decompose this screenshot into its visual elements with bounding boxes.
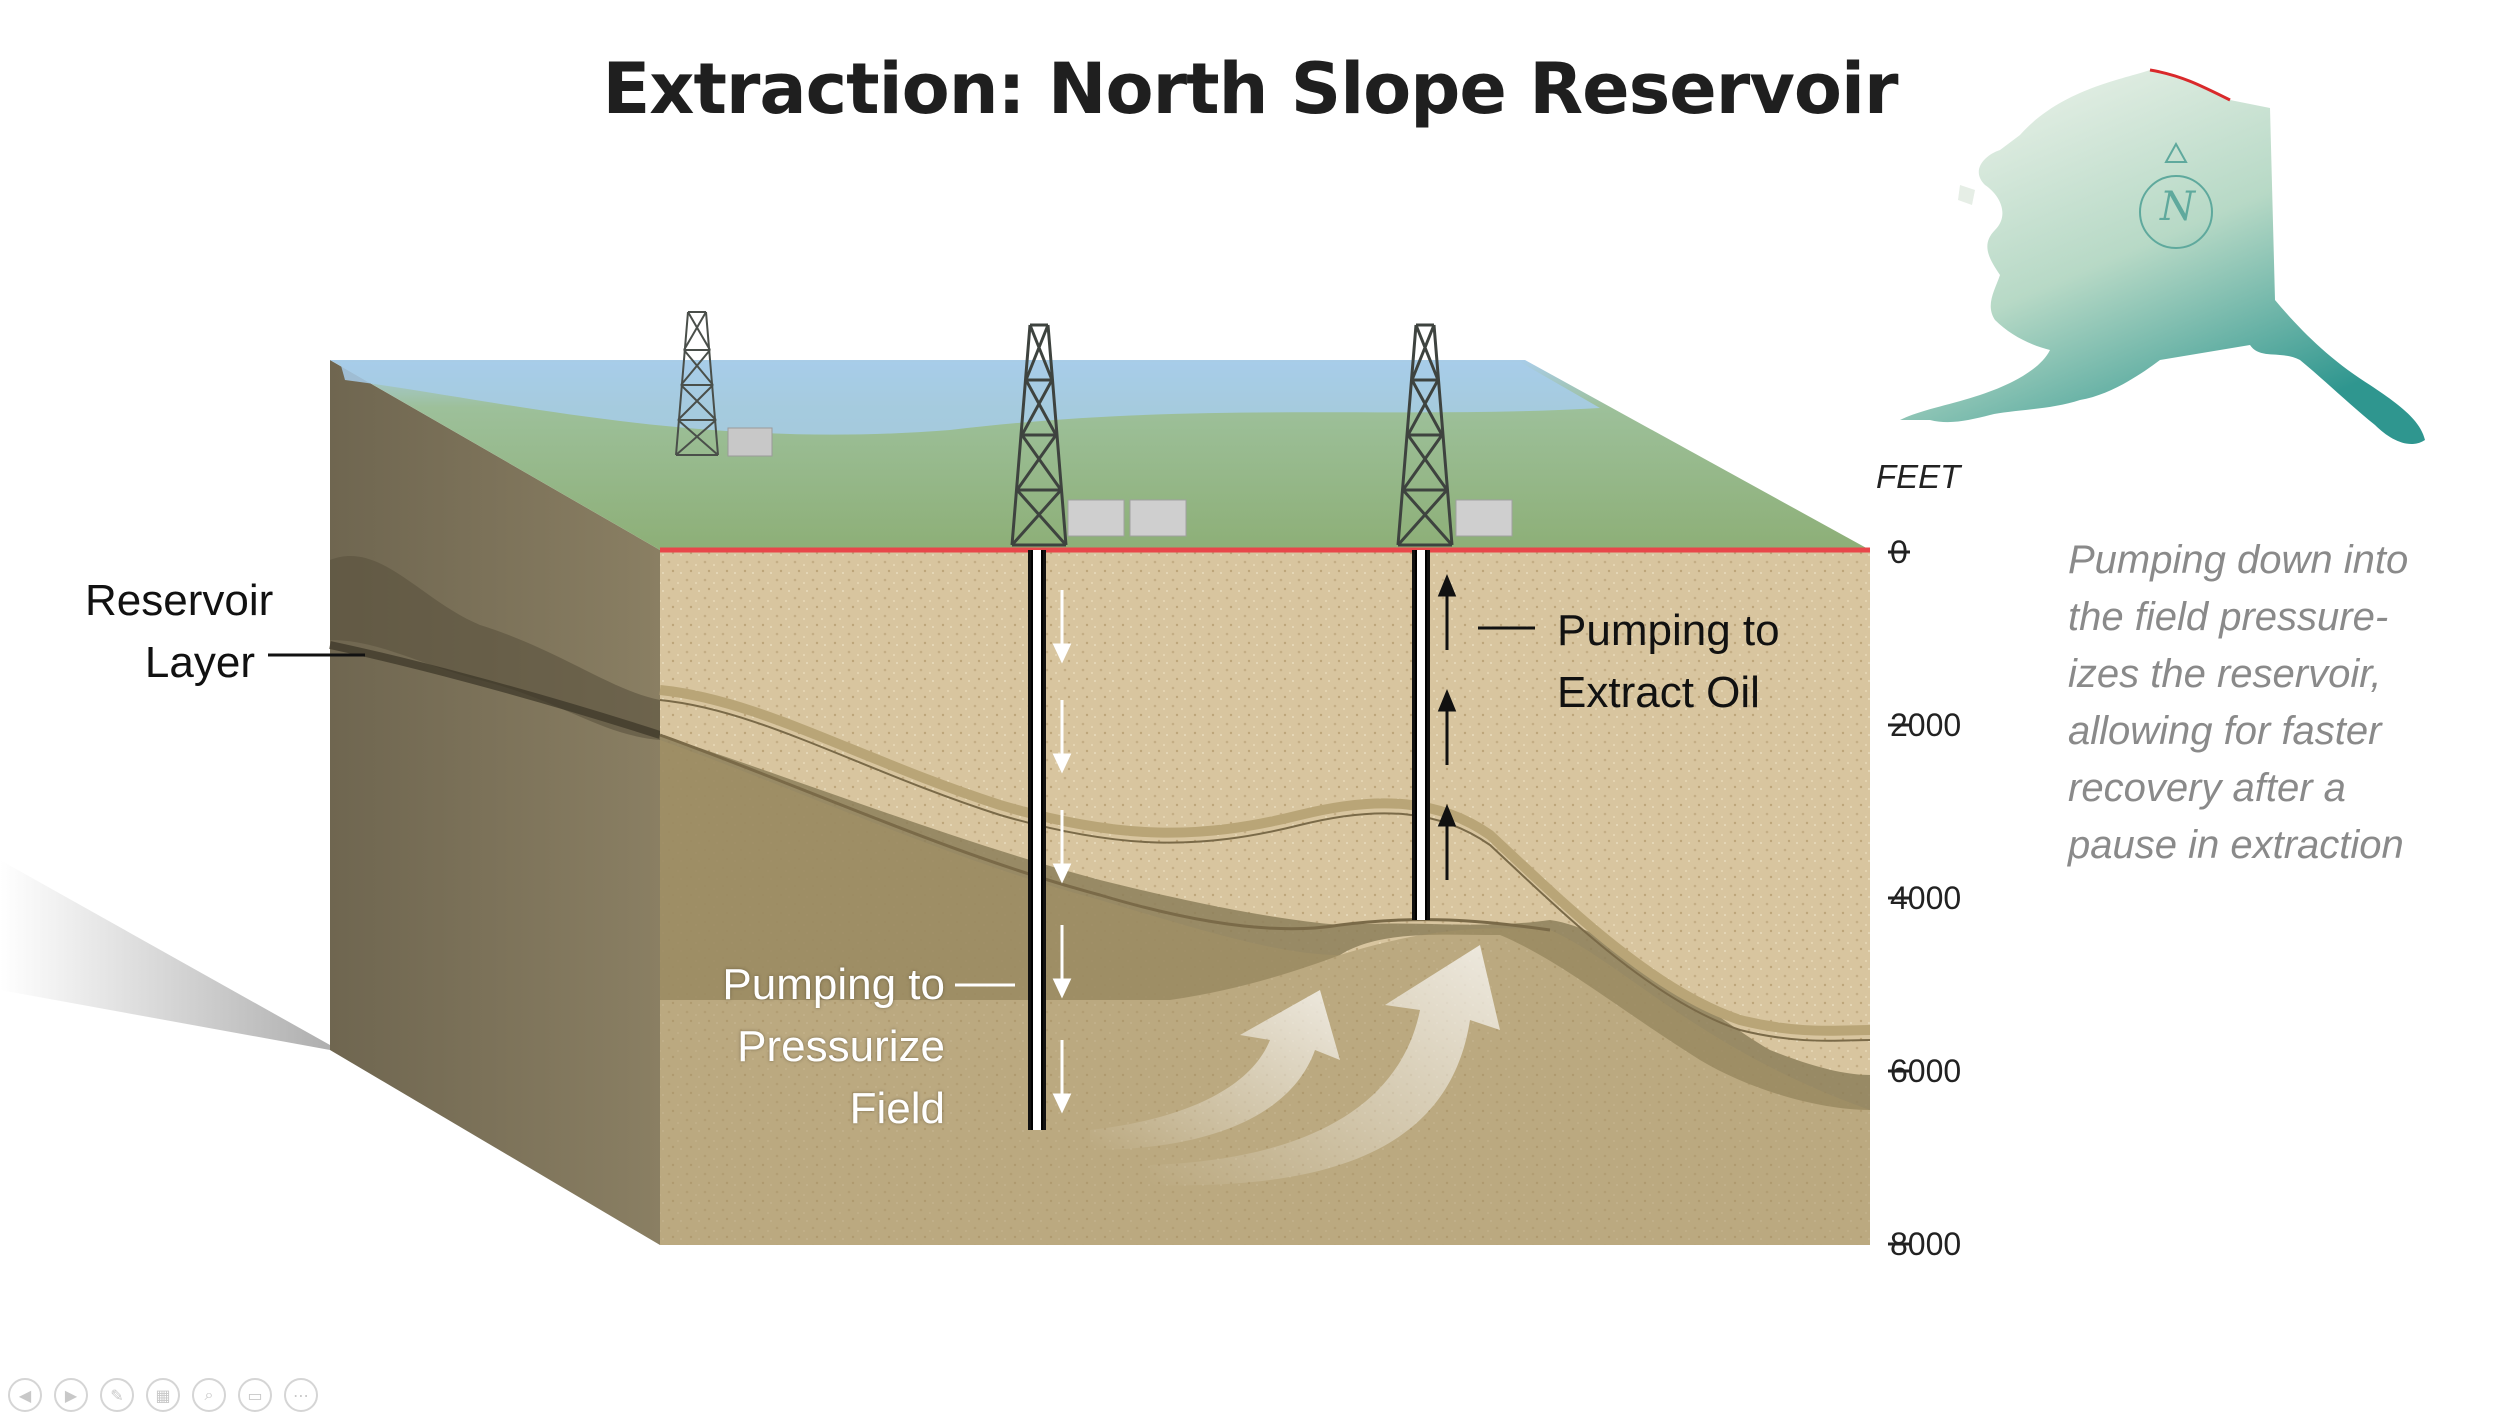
building-injection-1 — [1067, 499, 1125, 537]
side-reservoir-line — [329, 641, 662, 739]
building-far — [727, 427, 773, 457]
caption-text: Pumping down into the field pressure- iz… — [2068, 532, 2468, 874]
pen-icon[interactable]: ✎ — [100, 1378, 134, 1412]
derrick-injection — [1010, 323, 1068, 547]
compass-north-arrow — [2164, 141, 2188, 163]
depth-tick-4000: 4000 — [1890, 880, 1962, 916]
caption-line-5: recovery after a — [2068, 766, 2346, 810]
depth-ticks — [1888, 550, 1910, 1246]
alaska-map — [1900, 68, 2425, 445]
caption-line-4: allowing for faster — [2068, 709, 2382, 753]
flow-arrow-2 — [1150, 945, 1500, 1186]
slides-icon[interactable]: ▦ — [146, 1378, 180, 1412]
stratum-line-upper-edge — [659, 699, 1871, 1042]
depth-tick-8000: 8000 — [1890, 1226, 1962, 1262]
prev-icon[interactable]: ◀ — [8, 1378, 42, 1412]
block-side-face — [330, 360, 660, 1245]
pump-pressurize-label-line3: Field — [849, 1084, 945, 1133]
depth-tick-2000: 2000 — [1890, 707, 1962, 743]
depth-tick-0: 0 — [1890, 534, 1908, 570]
production-well — [1412, 550, 1430, 920]
pump-extract-label: Pumping to Extract Oil — [1557, 600, 1780, 724]
reservoir-formation — [660, 735, 1870, 1110]
pump-pressurize-label: Pumping to Pressurize Field — [700, 954, 945, 1140]
zoom-icon[interactable]: ⌕ — [192, 1378, 226, 1412]
side-reservoir-band — [330, 555, 660, 740]
down-arrows — [1052, 590, 1072, 1114]
block-shadow — [0, 860, 330, 1050]
sky-strip — [340, 362, 1600, 435]
stratum-line-upper — [659, 685, 1871, 1036]
reservoir-layer-label-line2: Layer — [144, 638, 255, 687]
depth-tick-6000: 6000 — [1890, 1053, 1962, 1089]
next-icon[interactable]: ▶ — [54, 1378, 88, 1412]
caption-line-3: izes the reservoir, — [2068, 652, 2382, 696]
pump-pressurize-label-line2: Pressurize — [737, 1022, 945, 1071]
caption-line-6: pause in extraction — [2068, 823, 2404, 867]
reservoir-layer-label: Reservoir Layer — [85, 570, 274, 694]
pump-extract-label-line2: Extract Oil — [1557, 668, 1760, 717]
lower-strata — [660, 740, 1870, 1245]
subtitles-icon[interactable]: ▭ — [238, 1378, 272, 1412]
compass-letter: N — [2160, 184, 2195, 230]
derrick-far — [675, 311, 719, 456]
pump-extract-label-line1: Pumping to — [1557, 606, 1780, 655]
building-injection-2 — [1129, 499, 1187, 537]
injection-well — [1028, 550, 1046, 1130]
page-title: Extraction: North Slope Reservoir — [602, 48, 1898, 130]
reservoir-layer-label-line1: Reservoir — [85, 576, 274, 625]
depth-unit-label: FEET — [1876, 458, 1961, 495]
more-icon[interactable]: ⋯ — [284, 1378, 318, 1412]
flow-arrow-1 — [1090, 990, 1340, 1150]
stratum-line-lower — [659, 733, 1551, 932]
up-arrows — [1437, 574, 1457, 880]
pump-pressurize-label-line1: Pumping to — [722, 960, 945, 1009]
presenter-toolbar: ◀ ▶ ✎ ▦ ⌕ ▭ ⋯ — [8, 1378, 318, 1412]
caption-line-2: the field pressure- — [2068, 595, 2389, 639]
derrick-production — [1396, 323, 1454, 547]
building-production — [1455, 499, 1513, 537]
compass-ring — [2139, 175, 2213, 249]
caption-line-1: Pumping down into — [2068, 538, 2409, 582]
